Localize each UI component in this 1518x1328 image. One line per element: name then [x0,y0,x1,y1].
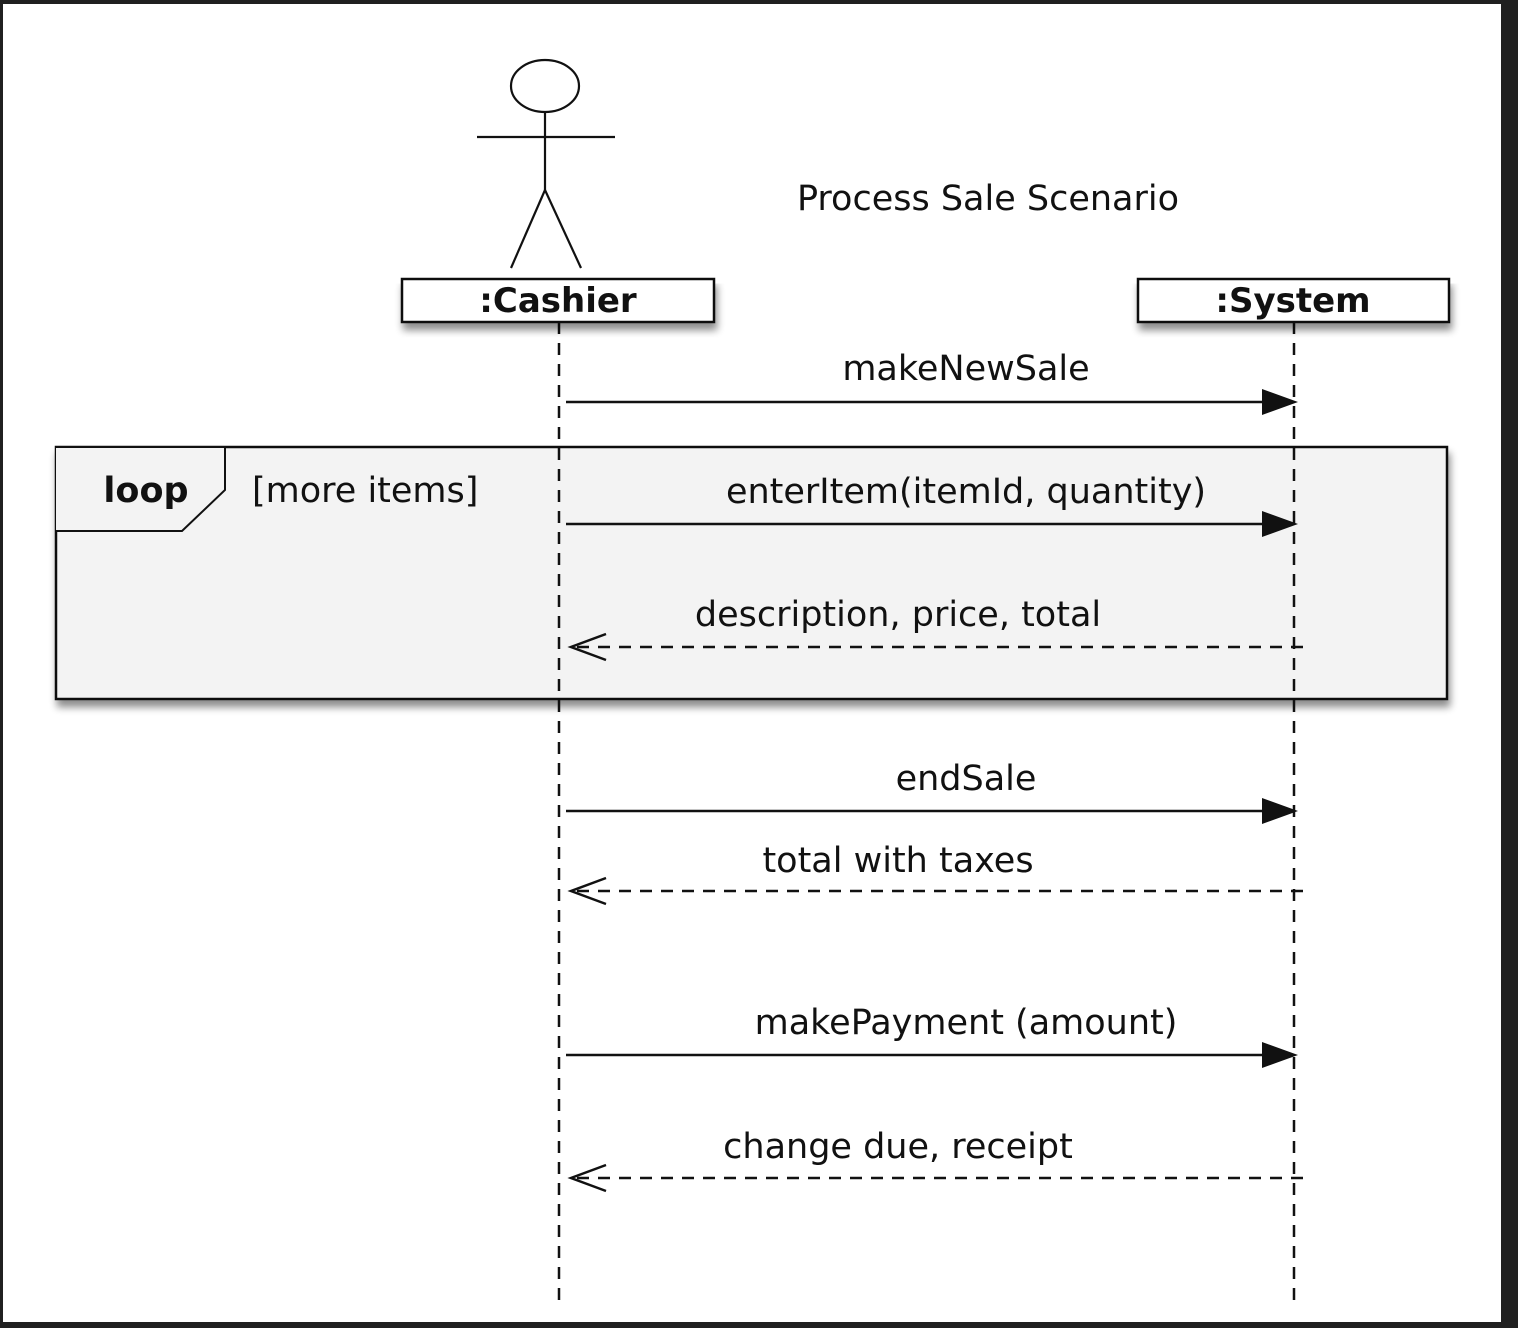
message-label: makeNewSale [842,349,1089,389]
message-label: description, price, total [695,595,1101,635]
participant-system: :System [1136,277,1451,324]
participant-system-label: :System [1215,281,1370,321]
message-label: endSale [896,759,1037,799]
loop-guard-label: [more items] [252,471,478,511]
message-make-payment: makePayment (amount) [566,1003,1298,1068]
actor-icon [477,58,615,269]
sequence-diagram: Process Sale Scenario loop [more items] … [3,4,1501,1322]
open-arrowhead-icon [567,632,607,662]
participant-cashier-label: :Cashier [479,281,637,321]
message-enter-item: enterItem(itemId, quantity) [566,472,1298,537]
message-label: change due, receipt [723,1127,1073,1167]
open-arrowhead-icon [567,876,607,906]
message-description-price-total: description, price, total [567,595,1303,662]
message-label: total with taxes [762,841,1033,881]
filled-arrowhead-icon [1262,798,1298,824]
loop-fragment: loop [more items] [54,445,1449,701]
filled-arrowhead-icon [1262,511,1298,537]
loop-operator-label: loop [103,471,188,511]
message-make-new-sale: makeNewSale [566,349,1298,415]
filled-arrowhead-icon [1262,389,1298,415]
message-end-sale: endSale [566,759,1298,824]
message-change-due-receipt: change due, receipt [567,1127,1303,1193]
message-total-with-taxes: total with taxes [567,841,1303,906]
message-label: enterItem(itemId, quantity) [726,472,1206,512]
participant-cashier: :Cashier [400,277,716,324]
open-arrowhead-icon [567,1163,607,1193]
diagram-title: Process Sale Scenario [797,179,1179,219]
message-label: makePayment (amount) [755,1003,1178,1043]
filled-arrowhead-icon [1262,1042,1298,1068]
